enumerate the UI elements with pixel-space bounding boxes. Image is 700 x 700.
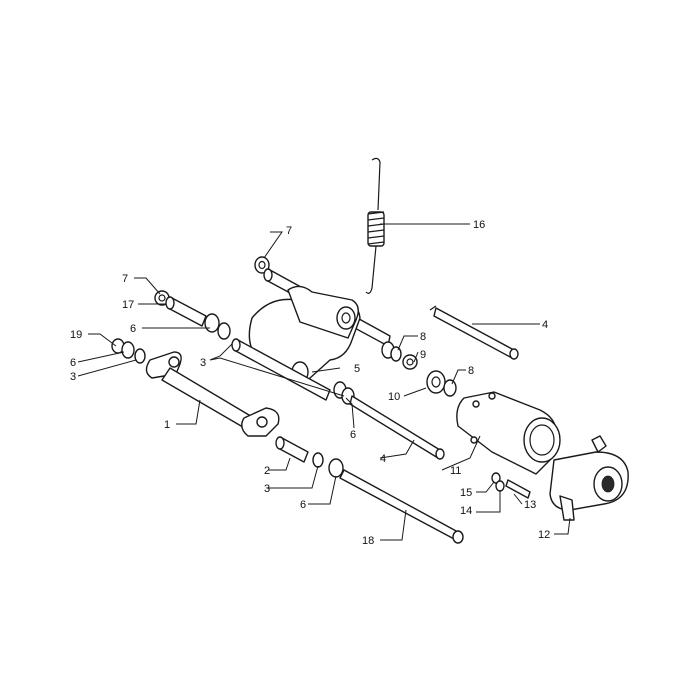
callout-18: 18: [362, 535, 374, 547]
bolt-part-13: [505, 479, 531, 499]
callout-10: 10: [388, 391, 400, 403]
callout-12: 12: [538, 529, 550, 541]
callout-1: 1: [164, 419, 170, 431]
callout-4-lower: 4: [380, 453, 386, 465]
callout-13: 13: [524, 499, 536, 511]
spring-part-16: [365, 157, 385, 294]
callout-6-upper: 6: [130, 323, 136, 335]
housing-part-11: [456, 391, 561, 475]
callout-11: 11: [450, 465, 461, 477]
callout-14: 14: [460, 505, 472, 517]
bushing-part-8-upper: [381, 341, 402, 362]
callout-3-mid: 3: [200, 357, 206, 369]
link-plate-part-5: [248, 285, 361, 385]
callout-4-upper: 4: [542, 319, 548, 331]
callout-labels: 16 7 7 17 6 19 6 3 3 1 5 6 4 8 9 8 10 4 …: [70, 219, 550, 547]
bolt-part-4-lower: [333, 381, 445, 460]
bushing-part-8-lower: [443, 379, 457, 397]
sleeve-part-2: [275, 436, 309, 463]
callout-7-top: 7: [286, 225, 292, 237]
callout-8-upper: 8: [420, 331, 426, 343]
callout-3-left: 3: [70, 371, 76, 383]
nut-part-7-top: [254, 256, 270, 274]
callout-15: 15: [460, 487, 472, 499]
washer-part-14: [495, 480, 505, 492]
callout-19: 19: [70, 329, 82, 341]
bushing-part-6-left: [121, 341, 135, 359]
bushing-part-6-lower: [328, 458, 344, 478]
callout-7-left: 7: [122, 273, 128, 285]
nut-part-9: [402, 354, 418, 370]
callout-6-mid: 6: [350, 429, 356, 441]
leader-lines: [77, 223, 571, 541]
callout-9: 9: [420, 349, 426, 361]
rod-part-18: [339, 469, 464, 544]
sleeve-part-17: [165, 296, 207, 327]
callout-3-lower: 3: [264, 483, 270, 495]
callout-5: 5: [354, 363, 360, 375]
callout-17: 17: [122, 299, 134, 311]
callout-16: 16: [473, 219, 485, 231]
callout-6-left: 6: [70, 357, 76, 369]
callout-2: 2: [264, 465, 270, 477]
bushing-part-10: [426, 370, 446, 394]
washer-part-3-lower: [312, 452, 324, 468]
swing-arm-part-1: [145, 351, 280, 437]
callout-8-lower: 8: [468, 365, 474, 377]
washer-part-3-left: [134, 348, 146, 364]
mount-part-12: [549, 435, 629, 521]
bolt-part-4-upper: [429, 305, 519, 360]
bushing-part-6-upper: [204, 313, 231, 340]
lower-pin: [231, 338, 331, 401]
callout-6-lower: 6: [300, 499, 306, 511]
